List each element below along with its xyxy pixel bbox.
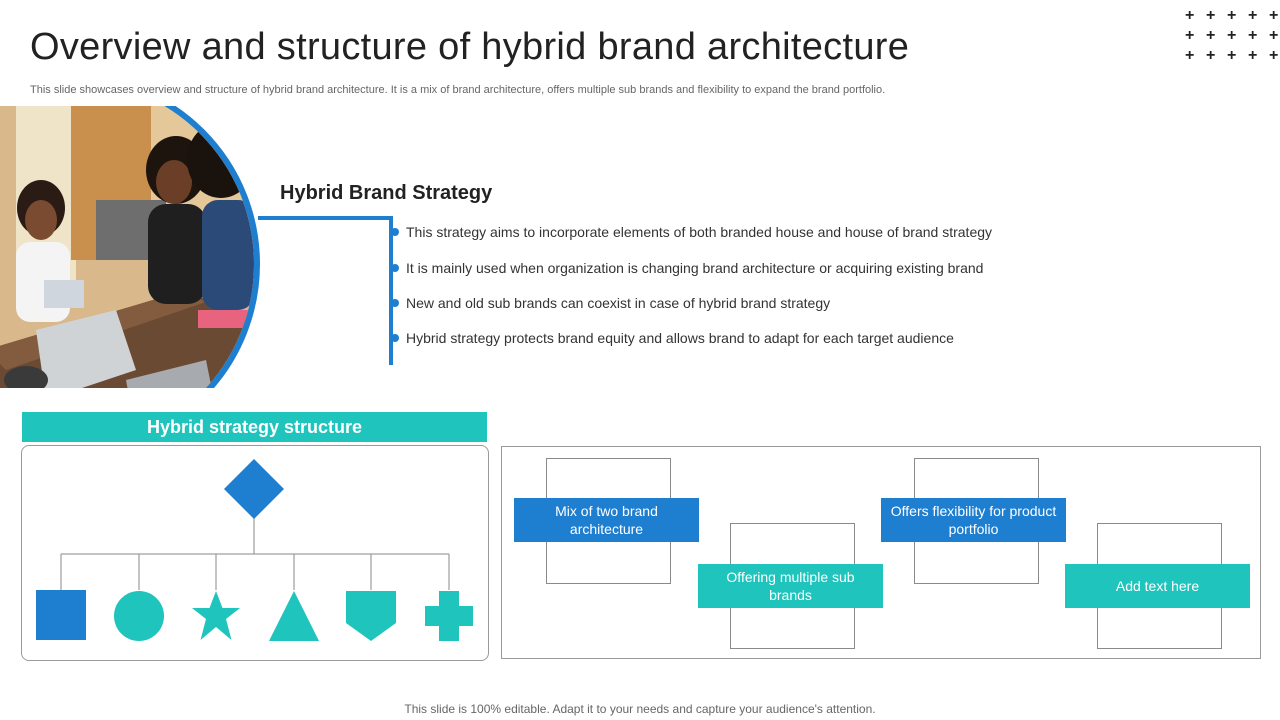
plus-shape-icon (425, 591, 473, 641)
plus-icon: + (1269, 27, 1279, 44)
plus-icon: + (1248, 7, 1258, 24)
triangle-shape-icon (269, 591, 319, 641)
connector-horizontal-line (258, 216, 393, 220)
strategy-bullet-3: New and old sub brands can coexist in ca… (406, 295, 831, 311)
structure-tree (36, 459, 473, 641)
star-shape-icon (192, 591, 240, 640)
plus-icon: + (1227, 27, 1237, 44)
strategy-bullet-2: It is mainly used when organization is c… (406, 260, 984, 276)
feature-label-4: Add text here (1065, 564, 1250, 608)
bullet-dot-icon (391, 264, 399, 272)
plus-icon: + (1269, 7, 1279, 24)
strategy-bullet-4: Hybrid strategy protects brand equity an… (406, 330, 954, 346)
slide-footer: This slide is 100% editable. Adapt it to… (404, 702, 876, 716)
meeting-photo-wrapper (0, 106, 270, 388)
slide-subtitle: This slide showcases overview and struct… (30, 84, 886, 96)
plus-icon: + (1206, 47, 1216, 64)
meeting-photo-illustration (0, 106, 254, 388)
features-panel: Mix of two brand architecture Offering m… (501, 446, 1261, 659)
plus-icon: + (1185, 7, 1195, 24)
plus-icon: + (1185, 27, 1195, 44)
strategy-heading: Hybrid Brand Strategy (280, 182, 493, 204)
plus-icon: + (1185, 47, 1195, 64)
bullet-dot-icon (391, 334, 399, 342)
meeting-photo (0, 106, 260, 388)
structure-tree-panel (21, 445, 489, 661)
connector-vertical-line (389, 216, 393, 365)
square-shape-icon (36, 590, 86, 640)
slide-title: Overview and structure of hybrid brand a… (30, 26, 910, 68)
bullet-dot-icon (391, 299, 399, 307)
decorative-plus-grid: + + + + + + + + + + + + + + + (1181, 6, 1280, 70)
plus-icon: + (1227, 47, 1237, 64)
shield-shape-icon (346, 591, 396, 641)
diamond-shape-icon (224, 459, 284, 519)
circle-shape-icon (114, 591, 164, 641)
plus-icon: + (1269, 47, 1279, 64)
feature-label-1: Mix of two brand architecture (514, 498, 699, 542)
plus-icon: + (1248, 27, 1258, 44)
plus-icon: + (1206, 27, 1216, 44)
strategy-bullet-1: This strategy aims to incorporate elemen… (406, 224, 993, 240)
plus-icon: + (1248, 47, 1258, 64)
feature-label-2: Offering multiple sub brands (698, 564, 883, 608)
feature-label-3: Offers flexibility for product portfolio (881, 498, 1066, 542)
plus-icon: + (1227, 7, 1237, 24)
structure-banner: Hybrid strategy structure (22, 412, 487, 442)
bullet-dot-icon (391, 228, 399, 236)
plus-icon: + (1206, 7, 1216, 24)
